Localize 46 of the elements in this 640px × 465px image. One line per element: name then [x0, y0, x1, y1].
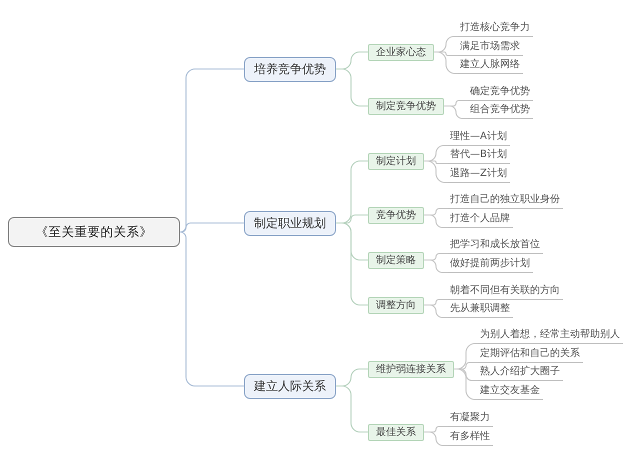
underlined-leaf-topic: 满足市场需求	[458, 40, 523, 56]
connector-line	[424, 160, 448, 184]
connector-line	[336, 385, 368, 433]
underlined-leaf-topic: 定期评估和自己的关系	[478, 347, 583, 363]
underlined-leaf-topic: 替代—B计划	[448, 148, 510, 164]
subtopic-box: 企业家心态	[368, 44, 434, 60]
underlined-leaf-topic: 打造个人品牌	[448, 212, 513, 228]
underlined-leaf-topic: 确定竞争优势	[468, 85, 533, 101]
connector-line	[424, 431, 448, 446]
central-topic-box: 《至关重要的关系》	[8, 217, 180, 247]
underlined-leaf-topic: 打造核心竞争力	[458, 21, 533, 37]
underlined-leaf-topic: 建立人脉网络	[458, 58, 523, 74]
underlined-leaf-topic: 朝着不同但有关联的方向	[448, 284, 563, 300]
subtopic-box: 制定竞争优势	[368, 98, 444, 114]
connector-line	[424, 214, 448, 228]
connector-line	[180, 231, 244, 387]
main-branch-box: 制定职业规划	[244, 210, 336, 236]
underlined-leaf-topic: 组合竞争优势	[468, 103, 533, 119]
subtopic-box: 维护弱连接关系	[368, 360, 454, 378]
subtopic-box: 制定策略	[368, 252, 424, 268]
underlined-leaf-topic: 先从兼职调整	[448, 302, 513, 318]
main-branch-box: 培养竞争优势	[244, 56, 336, 82]
subtopic-box: 最佳关系	[368, 424, 424, 440]
underlined-leaf-topic: 为别人着想，经常主动帮助别人	[478, 328, 623, 344]
subtopic-box: 竞争优势	[368, 206, 424, 224]
underlined-leaf-topic: 熟人介绍扩大圈子	[478, 365, 563, 381]
subtopic-box: 制定计划	[368, 152, 424, 170]
connector-line	[434, 51, 458, 74]
underlined-leaf-topic: 做好提前两步计划	[448, 257, 533, 273]
main-branch-box: 建立人际关系	[244, 374, 336, 398]
underlined-leaf-topic: 有多样性	[448, 430, 493, 446]
connector-line	[336, 222, 368, 306]
underlined-leaf-topic: 退路—Z计划	[448, 167, 510, 183]
connector-line	[424, 259, 448, 274]
underlined-leaf-topic: 有凝聚力	[448, 411, 493, 427]
connector-line	[336, 68, 368, 107]
connector-line	[444, 105, 468, 120]
connector-line	[180, 222, 244, 233]
underlined-leaf-topic: 理性—A计划	[448, 130, 510, 146]
connector-line	[180, 68, 244, 233]
connector-line	[424, 304, 448, 318]
subtopic-box: 调整方向	[368, 296, 424, 314]
connector-line	[454, 368, 478, 400]
underlined-leaf-topic: 建立交友基金	[478, 384, 543, 400]
underlined-leaf-topic: 把学习和成长放首位	[448, 238, 543, 254]
underlined-leaf-topic: 打造自己的独立职业身份	[448, 193, 563, 209]
